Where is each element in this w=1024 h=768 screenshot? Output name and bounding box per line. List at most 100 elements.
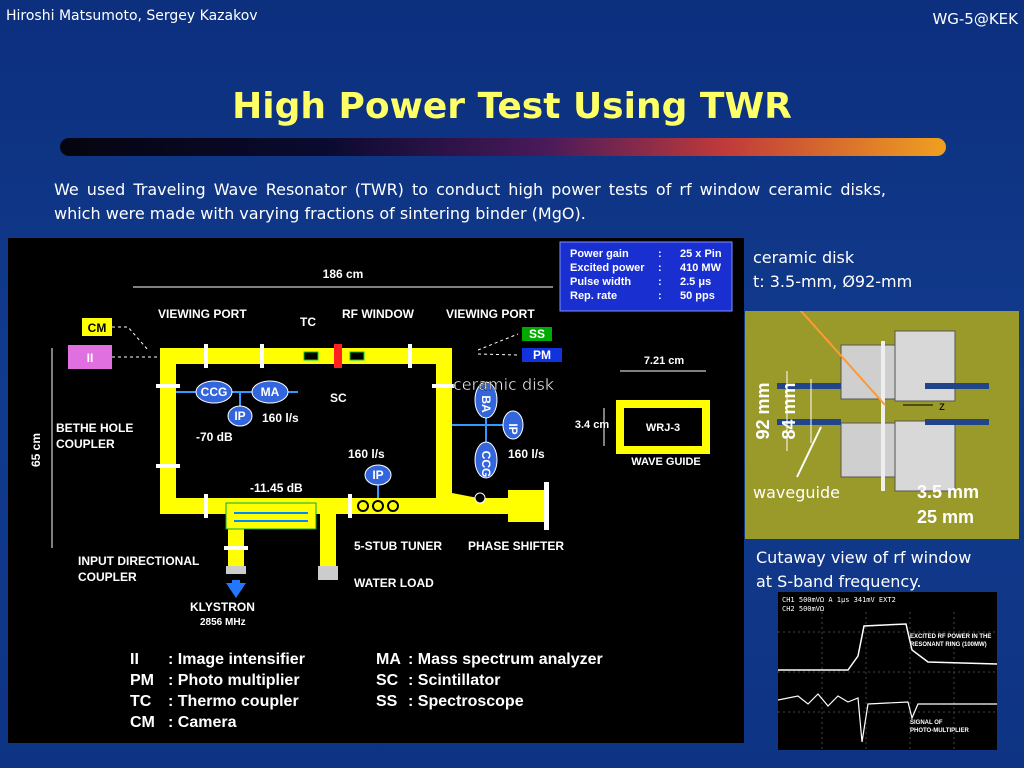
pm-signal-label: SIGNAL OF [910,720,943,726]
five-stub-tuner [357,500,399,512]
rf-window-cutaway-svg: z 92 mm 84 mm waveguide 3.5 mm 25 mm [753,292,989,527]
param-sep: : [658,248,662,260]
legend-abbr: SC [376,672,399,689]
rf-window-cutaway-image: z 92 mm 84 mm waveguide 3.5 mm 25 mm [745,292,1019,539]
klystron-label: KLYSTRON [190,600,255,614]
window-lower-right [894,420,956,492]
ma-label: MA [261,385,280,399]
author-line: Hiroshi Matsumoto, Sergey Kazakov [6,8,258,24]
ccg-right-label: CCG [479,451,493,478]
ba-label: BA [479,395,493,413]
param-name: Rep. rate [570,290,617,302]
phase-shifter-label: PHASE SHIFTER [468,539,564,553]
waveguide-left-lower [777,419,841,425]
legend-text: : Scintillator [408,672,500,689]
flanges [156,344,549,550]
ip-mid-label: IP [372,468,383,482]
slide-title: High Power Test Using TWR [232,86,792,127]
sc-label: SC [330,391,347,405]
abbreviation-legend: II : Image intensifier PM : Photo multip… [130,651,603,731]
length-label: 186 cm [323,267,364,281]
pm-label: PM [533,348,551,362]
ceramic-disk-section [881,341,885,491]
legend-text: : Image intensifier [168,651,305,668]
cm-label: CM [88,321,107,335]
ccg-left-label: CCG [201,385,228,399]
component-labels: VIEWING PORT TC RF WINDOW VIEWING PORT 1… [56,307,564,628]
pump-labels: CCG MA IP IP BA CCG IP [201,385,520,482]
caption-line-1: Cutaway view of rf window [756,548,972,567]
ceramic-disk-overlay-label: ceramic disk [453,375,555,394]
water-load-body [318,566,338,580]
legend-abbr: CM [130,714,155,731]
pump-160-mid-label: 160 l/s [348,447,385,461]
scope-ch1-readout: CH1 500mVΩ A 1μs 341mV EXT2 [782,596,896,604]
input-dc-label-2: COUPLER [78,570,137,584]
wg-height-label: 3.4 cm [575,419,609,431]
minus70-label: -70 dB [196,430,233,444]
param-value: 410 MW [680,262,722,274]
ceramic-disk-spec: ceramic disk t: 3.5-mm, Ø92-mm [753,246,912,294]
input-coupler-body [225,502,317,530]
ceramic-disk-title: ceramic disk [753,248,855,267]
waveguide-photo-label: waveguide [753,483,840,502]
pm-signal-label-2: PHOTO-MULTIPLIER [910,728,969,734]
param-value: 50 pps [680,290,715,302]
params-box [559,241,733,312]
ceramic-disk-dimensions: t: 3.5-mm, Ø92-mm [753,272,913,291]
param-name: Power gain [570,248,629,260]
phase-shifter-knob [474,492,486,504]
param-sep: : [658,290,662,302]
sc-right [349,351,365,361]
venue-label: WG-5@KEK [932,10,1018,28]
klystron-freq-label: 2856 MHz [200,617,246,628]
sc-left [303,351,319,361]
rf-window-marker [334,344,342,368]
water-load-label: WATER LOAD [354,576,434,590]
photomultiplier-trace [777,693,997,743]
scope-grid [778,612,997,750]
pm-box [522,348,562,362]
wg-width-label: 7.21 cm [644,355,685,367]
excited-power-trace [778,623,998,671]
klystron-flange [226,566,246,574]
t35-label: 3.5 mm [917,482,979,502]
waveguide-right-upper [925,383,989,389]
rf-window-label: RF WINDOW [342,307,415,321]
param-value: 25 x Pin [680,248,722,260]
ip-left-label: IP [234,409,245,423]
title-underline-bar [60,138,946,156]
legend-abbr: TC [130,693,152,710]
legend-text: : Mass spectrum analyzer [408,651,603,668]
legend-abbr: PM [130,672,154,689]
window-upper-right [894,330,956,402]
scope-ch2-readout: CH2 500mVΩ [782,605,824,613]
param-name: Pulse width [570,276,631,288]
oscilloscope-svg: CH1 500mVΩ A 1μs 341mV EXT2 CH2 500mVΩ E… [777,596,998,750]
twr-schematic-svg: 186 cm 65 cm Power gain : 25 x Pin Excit… [29,241,733,731]
bethe-hole-label: BETHE HOLE [56,421,133,435]
param-value: 2.5 μs [680,276,711,288]
vacuum-pumps [176,380,524,498]
ii-label: II [87,351,94,365]
ss-box [522,327,552,341]
legend-abbr: MA [376,651,401,668]
caption-line-2: at S-band frequency. [756,572,922,591]
param-name: Excited power [570,262,645,274]
d92-label: 92 mm [753,382,773,439]
z-axis-label: z [939,399,945,413]
waveguide-right-lower [925,419,989,425]
t25-label: 25 mm [917,507,974,527]
ip-right-label: IP [506,423,520,434]
params-list: Power gain : 25 x Pin Excited power : 41… [570,248,722,302]
legend-text: : Photo multiplier [168,672,300,689]
pump-160-left-label: 160 l/s [262,411,299,425]
waveguide-left-upper [777,383,841,389]
viewing-port-left-label: VIEWING PORT [158,307,247,321]
oscilloscope-trace: CH1 500mVΩ A 1μs 341mV EXT2 CH2 500mVΩ E… [777,592,998,750]
optical-paths [112,326,519,358]
wrj3-cross-section [616,400,710,454]
ceramic-pointer [784,292,886,406]
cutaway-caption: Cutaway view of rf window at S-band freq… [756,546,971,594]
intro-paragraph: We used Traveling Wave Resonator (TWR) t… [54,180,886,223]
